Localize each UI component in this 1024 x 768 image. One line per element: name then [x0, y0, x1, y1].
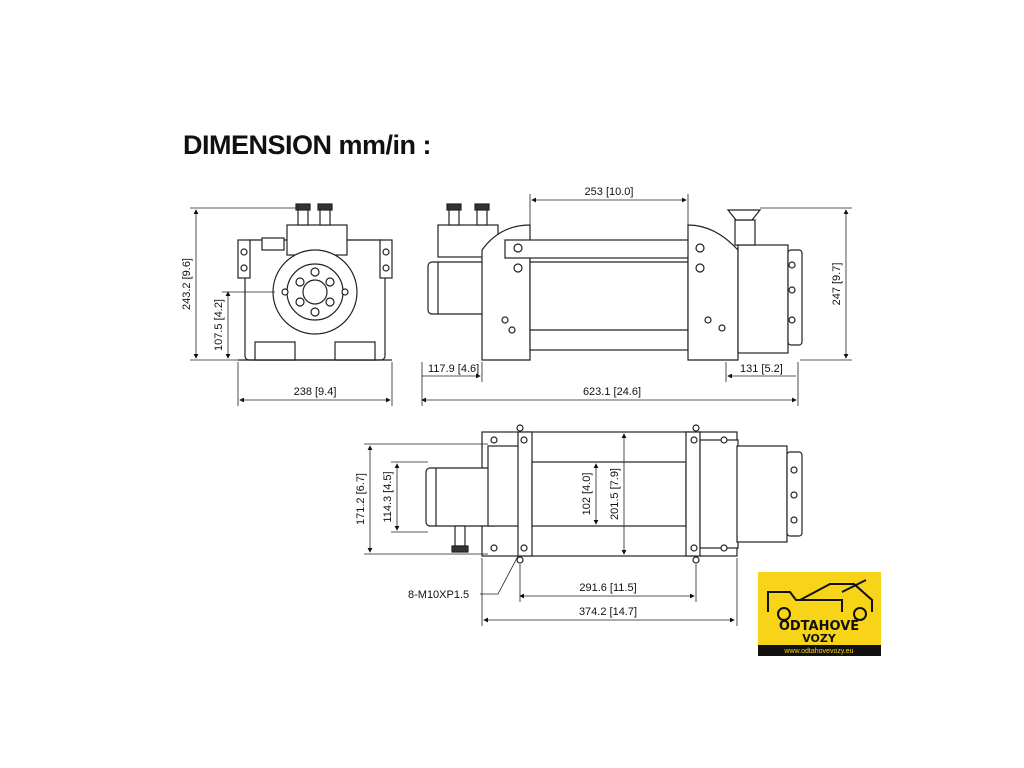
logo-line2: VOZY [802, 632, 837, 645]
dim-brake-offset: 131 [5.2] [740, 363, 783, 375]
dim-width-top-inner: 114.3 [4.5] [382, 471, 394, 522]
dim-motor-offset: 117.9 [4.6] [428, 363, 479, 375]
diagram-title: DIMENSION mm/in : [183, 130, 432, 160]
dim-width-top-outer: 171.2 [6.7] [355, 473, 367, 525]
dim-bolt-span-inner: 291.6 [11.5] [579, 582, 636, 594]
dim-length-total: 623.1 [24.6] [583, 386, 641, 398]
odtahove-vozy-logo: ODTAHOVÉ VOZY www.odtahovevozy.eu [758, 572, 881, 656]
dim-height-total: 243.2 [9.6] [181, 258, 193, 310]
front-view-dimensions [190, 207, 393, 406]
tow-truck-icon [767, 579, 873, 621]
logo-line1: ODTAHOVÉ [779, 618, 859, 634]
side-view [427, 203, 803, 361]
dim-drum-top: 253 [10.0] [585, 186, 634, 198]
dim-flange-diameter: 201.5 [7.9] [609, 468, 621, 520]
dim-height-side: 247 [9.7] [831, 263, 843, 306]
dim-bolt-span-outer: 374.2 [14.7] [579, 606, 637, 618]
top-view [425, 424, 803, 564]
dim-height-axis: 107.5 [4.2] [213, 299, 225, 351]
front-view [237, 203, 393, 361]
dim-bolts: 8-M10XP1.5 [408, 589, 469, 601]
dim-drum-diameter: 102 [4.0] [581, 473, 593, 516]
dim-width-front: 238 [9.4] [294, 386, 337, 398]
top-view-dimensions [364, 433, 738, 626]
side-view-dimensions [421, 194, 852, 406]
logo-url: www.odtahovevozy.eu [783, 648, 853, 655]
